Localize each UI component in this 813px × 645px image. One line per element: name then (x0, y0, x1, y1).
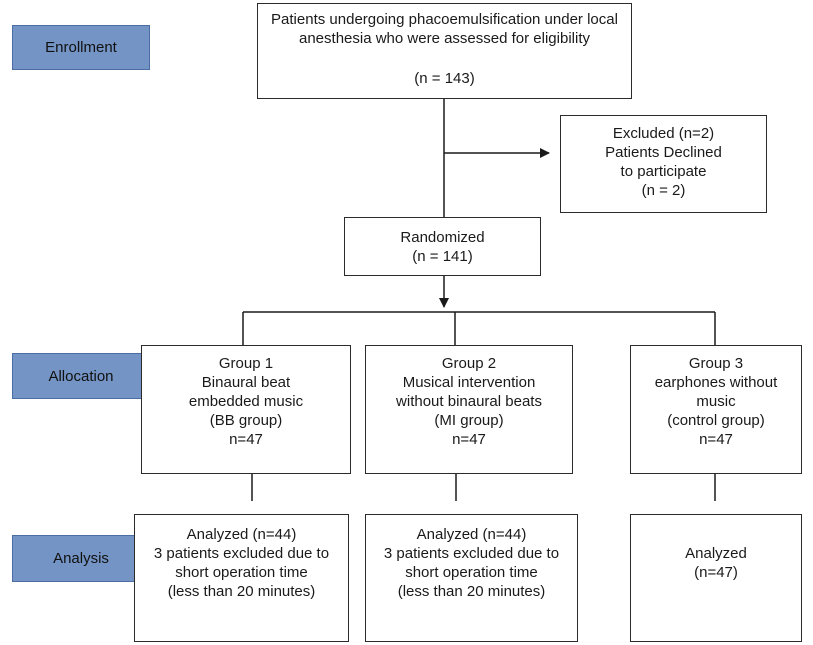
analysis-detail-line2: short operation time (405, 564, 538, 581)
analysis-result: Analyzed (n=44) (186, 526, 297, 543)
analysis-result: Analyzed (685, 545, 747, 562)
enrollment-text-line2: anesthesia who were assessed for eligibi… (299, 30, 590, 47)
group-box-1: Group 1 Binaural beat embedded music (BB… (141, 345, 351, 474)
enrollment-box: Patients undergoing phacoemulsification … (257, 3, 632, 99)
excluded-text-line2: Patients Declined (605, 144, 722, 161)
excluded-count: (n = 2) (641, 182, 686, 199)
stage-label-analysis: Analysis (12, 535, 150, 582)
group-box-3: Group 3 earphones without music (control… (630, 345, 802, 474)
randomized-label: Randomized (400, 229, 485, 246)
group-box-2: Group 2 Musical intervention without bin… (365, 345, 573, 474)
group-description-line1: Musical intervention (402, 374, 536, 391)
randomized-count: (n = 141) (412, 248, 473, 265)
analysis-box-3: Analyzed (n=47) (630, 514, 802, 642)
analysis-detail-line1: 3 patients excluded due to (153, 545, 330, 562)
stage-label-allocation: Allocation (12, 353, 150, 399)
enrollment-text-line1: Patients undergoing phacoemulsification … (271, 11, 618, 28)
enrollment-count: (n = 143) (414, 70, 475, 87)
analysis-detail-line3: (less than 20 minutes) (167, 583, 316, 600)
group-title: Group 3 (688, 355, 744, 372)
excluded-text-line3: to participate (620, 163, 707, 180)
analysis-detail-line3: (less than 20 minutes) (397, 583, 546, 600)
group-description-line3: (MI group) (434, 412, 504, 429)
analysis-box-1: Analyzed (n=44) 3 patients excluded due … (134, 514, 349, 642)
group-description-line3: (BB group) (209, 412, 283, 429)
analysis-detail-line2: short operation time (175, 564, 308, 581)
group-description-line2: without binaural beats (396, 393, 542, 410)
group-description-line3: (control group) (667, 412, 765, 429)
excluded-text-line1: Excluded (n=2) (612, 125, 715, 142)
group-description-line1: earphones without (654, 374, 778, 391)
group-title: Group 1 (218, 355, 274, 372)
analysis-box-2: Analyzed (n=44) 3 patients excluded due … (365, 514, 578, 642)
group-count: n=47 (452, 431, 486, 448)
randomized-box: Randomized (n = 141) (344, 217, 541, 276)
group-count: n=47 (699, 431, 733, 448)
group-title: Group 2 (441, 355, 497, 372)
excluded-box: Excluded (n=2) Patients Declined to part… (560, 115, 767, 213)
group-description-line1: Binaural beat (201, 374, 291, 391)
stage-label-enrollment: Enrollment (12, 25, 150, 70)
group-description-line2: embedded music (188, 393, 304, 410)
analysis-detail-line1: 3 patients excluded due to (383, 545, 560, 562)
group-count: n=47 (229, 431, 263, 448)
group-description-line2: music (696, 393, 736, 410)
analysis-result: Analyzed (n=44) (416, 526, 527, 543)
analysis-count: (n=47) (694, 564, 738, 581)
